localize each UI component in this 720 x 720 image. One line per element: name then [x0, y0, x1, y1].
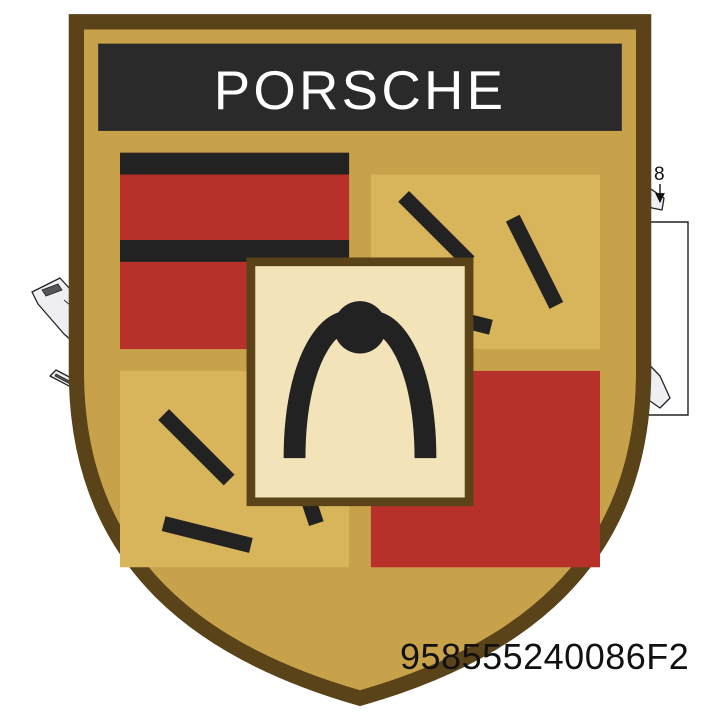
part-number: 958555240086F2	[400, 636, 690, 677]
svg-text:PORSCHE: PORSCHE	[214, 60, 507, 121]
callout-8: 8	[654, 164, 665, 185]
